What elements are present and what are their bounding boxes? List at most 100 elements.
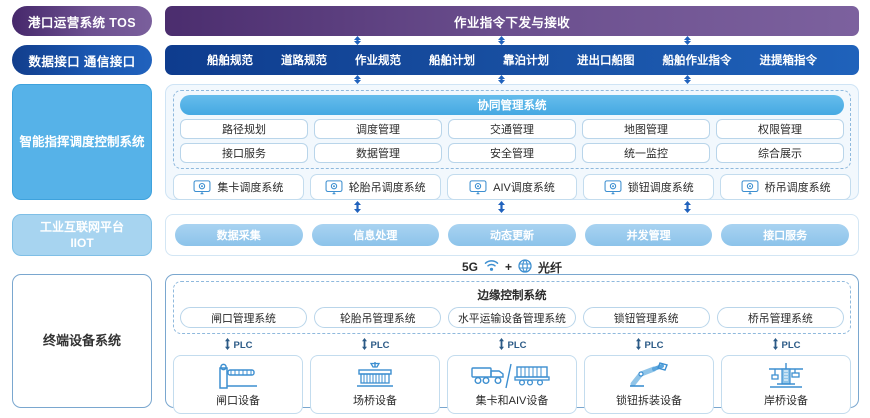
management-cell[interactable]: 综合展示	[716, 143, 844, 163]
interface-item: 船舶规范	[207, 55, 253, 67]
layer-label-iiot: 工业互联网平台 IIOT	[12, 214, 152, 256]
plc-connector: PLC	[310, 337, 440, 353]
connector-arrow-iface-icc-2	[497, 75, 506, 84]
connector-arrow-icc-iiot-2	[497, 201, 506, 213]
plc-label: PLC	[370, 339, 390, 351]
management-cell[interactable]: 安全管理	[448, 143, 576, 163]
yard-crane-icon	[354, 361, 396, 391]
monitor-gear-icon	[741, 179, 759, 195]
double-arrow-icon	[361, 337, 368, 353]
dispatch-system-item[interactable]: 集卡调度系统	[173, 174, 304, 200]
plc-label: PLC	[644, 339, 664, 351]
double-arrow-icon	[635, 337, 642, 353]
tos-row: 港口运营系统 TOS 作业指令下发与接收	[0, 6, 870, 36]
interface-item: 进出口船图	[577, 55, 635, 67]
management-cells-row-2: 接口服务 数据管理 安全管理 统一监控 综合展示	[180, 143, 844, 163]
connector-arrow-iface-icc-3	[683, 75, 692, 84]
layer-label-terminal: 终端设备系统	[12, 274, 152, 408]
dispatch-system-item[interactable]: AIV调度系统	[446, 174, 578, 200]
fiber-optic-icon	[518, 258, 532, 276]
terminal-layer-panel: 边缘控制系统 闸口管理系统 轮胎吊管理系统 水平运输设备管理系统 锁钮管理系统 …	[165, 274, 859, 414]
management-cell[interactable]: 权限管理	[716, 119, 844, 139]
connector-arrow-icc-iiot-1	[353, 201, 362, 213]
edge-control-group: 边缘控制系统 闸口管理系统 轮胎吊管理系统 水平运输设备管理系统 锁钮管理系统 …	[173, 281, 851, 334]
device-card[interactable]: 锁钮拆装设备	[584, 355, 714, 414]
iiot-chip[interactable]: 接口服务	[721, 224, 849, 246]
tos-command-bar: 作业指令下发与接收	[165, 6, 859, 36]
monitor-gear-icon	[604, 179, 622, 195]
connector-arrow-icc-iiot-3	[683, 201, 692, 213]
tos-side-label: 港口运营系统 TOS	[12, 6, 152, 36]
device-card[interactable]: 闸口设备	[173, 355, 303, 414]
robot-arm-icon	[627, 361, 671, 391]
interface-item: 靠泊计划	[503, 55, 549, 67]
quay-crane-icon	[765, 361, 807, 391]
device-card[interactable]: 场桥设备	[310, 355, 440, 414]
connector-arrow-tos-iface-3	[683, 36, 692, 45]
management-cell[interactable]: 接口服务	[180, 143, 308, 163]
label-fiber: 光纤	[538, 260, 563, 275]
edge-control-header: 边缘控制系统	[477, 290, 547, 302]
interface-item: 道路规范	[281, 55, 327, 67]
iiot-layer-panel: 数据采集 信息处理 动态更新 并发管理 接口服务	[165, 214, 859, 256]
label-5g: 5G	[461, 260, 478, 274]
dispatch-system-label: AIV调度系统	[493, 182, 555, 194]
management-cells-row-1: 路径规划 调度管理 交通管理 地图管理 权限管理	[180, 119, 844, 139]
dispatch-system-label: 桥吊调度系统	[764, 182, 831, 194]
interface-side-label: 数据接口 通信接口	[12, 45, 152, 75]
interface-items-bar: 船舶规范 道路规范 作业规范 船舶计划 靠泊计划 进出口船图 船舶作业指令 进提…	[165, 45, 859, 75]
edge-system-item[interactable]: 闸口管理系统	[180, 307, 308, 328]
plc-connector: PLC	[173, 337, 303, 353]
double-arrow-icon	[498, 337, 505, 353]
iiot-chip[interactable]: 动态更新	[448, 224, 576, 246]
edge-system-item[interactable]: 桥吊管理系统	[716, 307, 844, 328]
wifi-signal-icon	[484, 259, 499, 275]
device-label: 场桥设备	[353, 395, 397, 407]
connector-arrow-tos-iface-2	[497, 36, 506, 45]
management-cell[interactable]: 调度管理	[314, 119, 442, 139]
cooperative-management-header: 协同管理系统	[180, 95, 844, 115]
edge-system-item[interactable]: 水平运输设备管理系统	[448, 307, 576, 328]
device-card[interactable]: 岸桥设备	[721, 355, 851, 414]
cooperative-management-group: 协同管理系统 路径规划 调度管理 交通管理 地图管理 权限管理 接口服务 数据管…	[173, 90, 851, 169]
interface-item: 进提箱指令	[759, 55, 818, 67]
interface-row: 数据接口 通信接口 船舶规范 道路规范 作业规范 船舶计划 靠泊计划 进出口船图…	[0, 45, 870, 75]
double-arrow-icon	[772, 337, 779, 353]
connector-arrow-tos-iface-1	[353, 36, 362, 45]
double-arrow-icon	[224, 337, 231, 353]
plc-connectors-row: PLC PLC PLC PLC PLC	[173, 337, 851, 353]
management-cell[interactable]: 地图管理	[582, 119, 710, 139]
command-layer-panel: 协同管理系统 路径规划 调度管理 交通管理 地图管理 权限管理 接口服务 数据管…	[165, 84, 859, 200]
network-link-label: 5G + 光纤	[165, 258, 859, 276]
device-label: 集卡和AIV设备	[475, 395, 549, 407]
plc-connector: PLC	[721, 337, 851, 353]
edge-system-item[interactable]: 轮胎吊管理系统	[314, 307, 442, 328]
management-cell[interactable]: 数据管理	[314, 143, 442, 163]
dispatch-system-item[interactable]: 锁钮调度系统	[583, 174, 715, 200]
iiot-chip[interactable]: 数据采集	[175, 224, 303, 246]
management-cell[interactable]: 交通管理	[448, 119, 576, 139]
dispatch-system-label: 锁钮调度系统	[627, 182, 694, 194]
iiot-label-line1: 工业互联网平台	[39, 219, 124, 234]
monitor-gear-icon	[325, 179, 343, 195]
iiot-chip[interactable]: 并发管理	[584, 224, 713, 246]
connector-arrow-iface-icc-1	[353, 75, 362, 84]
interface-item: 作业规范	[355, 55, 401, 67]
plc-label: PLC	[233, 339, 253, 351]
edge-systems-row: 闸口管理系统 轮胎吊管理系统 水平运输设备管理系统 锁钮管理系统 桥吊管理系统	[180, 307, 844, 328]
device-card[interactable]: 集卡和AIV设备	[447, 355, 577, 414]
dispatch-systems-row: 集卡调度系统 轮胎吊调度系统 AIV调度系统 锁钮调度系统	[173, 174, 851, 200]
management-cell[interactable]: 统一监控	[582, 143, 710, 163]
iiot-chip[interactable]: 信息处理	[311, 224, 440, 246]
truck-aiv-icon	[470, 361, 554, 391]
device-label: 岸桥设备	[764, 395, 808, 407]
dispatch-system-item[interactable]: 轮胎吊调度系统	[309, 174, 441, 200]
management-cell[interactable]: 路径规划	[180, 119, 308, 139]
edge-system-item[interactable]: 锁钮管理系统	[582, 307, 710, 328]
dispatch-system-label: 轮胎吊调度系统	[348, 182, 426, 194]
device-label: 锁钮拆装设备	[616, 395, 682, 407]
interface-item: 船舶计划	[429, 55, 475, 67]
dispatch-system-item[interactable]: 桥吊调度系统	[720, 174, 851, 200]
plc-connector: PLC	[584, 337, 714, 353]
